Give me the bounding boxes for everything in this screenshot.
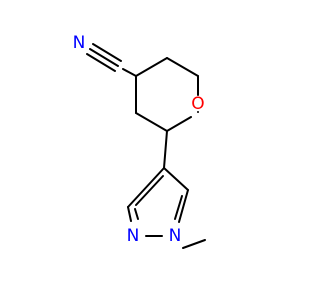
bond-c5p-n1-double: [174, 195, 183, 220]
bond-n1-methyl: [182, 239, 206, 249]
atom-label-nitrile-n: N: [73, 33, 86, 53]
bond-c6-c5: [135, 112, 168, 132]
bond-c4-c3: [135, 57, 168, 77]
bond-nitrile-triple-3: [86, 53, 116, 72]
bond-n2-c3p: [127, 206, 132, 222]
bond-nitrile-triple-2: [92, 43, 122, 62]
atom-label-pyrazole-n2: N: [127, 226, 140, 246]
bond-c3p-c4p: [127, 167, 165, 208]
bond-lines: [86, 43, 206, 249]
atom-label-pyrazole-n1: N: [169, 226, 182, 246]
bond-c4p-c5p: [163, 167, 189, 191]
bond-nitrile-triple-1: [89, 48, 119, 67]
bond-c6-pyrazole: [163, 130, 168, 169]
bond-n2-c3p-double: [134, 208, 139, 220]
atom-label-ring-o: O: [191, 94, 204, 114]
bond-c-cn: [122, 68, 137, 77]
bond-c3p-c4p-double: [135, 175, 164, 206]
bond-c3-c2: [166, 57, 199, 77]
atom-labels: N O N N: [73, 33, 205, 246]
bond-c5p-n1: [178, 189, 189, 223]
structure-canvas: N O N N: [73, 33, 206, 249]
molecule-diagram: N O N N: [73, 33, 206, 249]
bond-o-c6b: [166, 116, 192, 132]
